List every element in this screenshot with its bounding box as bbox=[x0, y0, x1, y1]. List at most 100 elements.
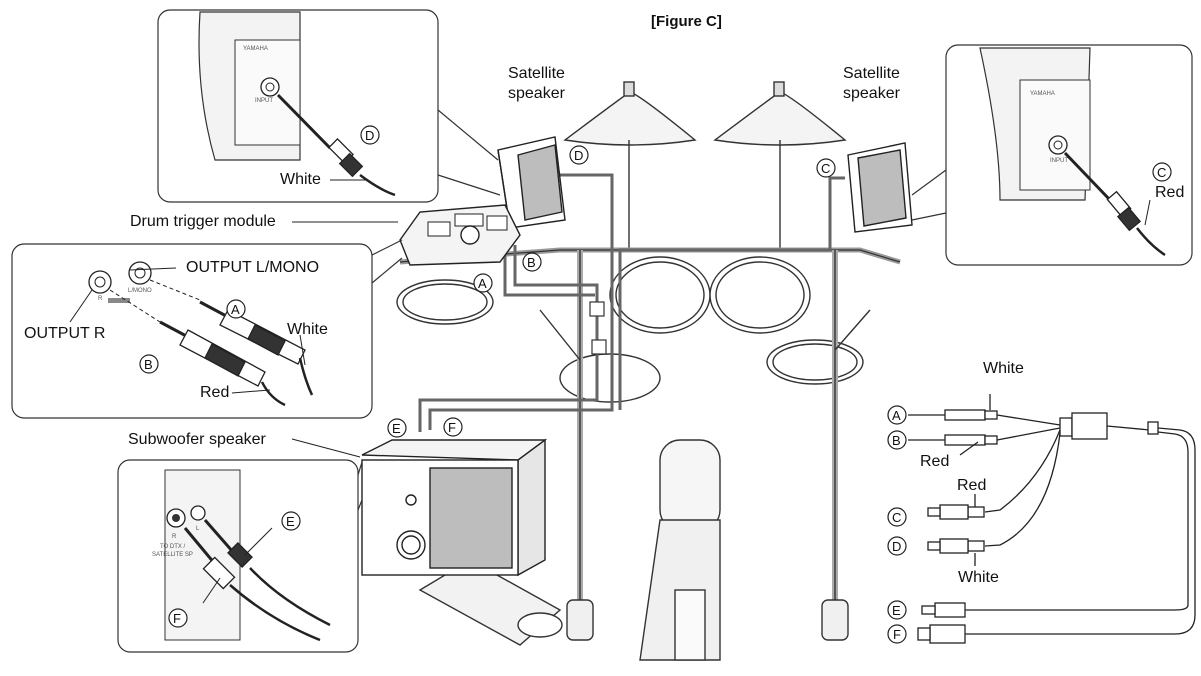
marker-b-main: B bbox=[522, 252, 542, 272]
brand-text-left: YAMAHA bbox=[243, 46, 268, 52]
svg-text:F: F bbox=[893, 627, 901, 642]
marker-c-harness: C bbox=[887, 507, 907, 527]
drum-kit bbox=[396, 81, 901, 661]
svg-text:B: B bbox=[527, 255, 536, 270]
svg-text:A: A bbox=[892, 408, 901, 423]
marker-e-harness: E bbox=[887, 600, 907, 620]
satellite-left-label-1: Satellite bbox=[508, 65, 565, 82]
svg-text:C: C bbox=[1157, 165, 1166, 180]
labels: Satellite speaker Satellite speaker Drum… bbox=[24, 65, 1184, 586]
jack-lmono-text: L/MONO bbox=[128, 288, 152, 294]
sub-r-text: R bbox=[172, 534, 177, 540]
harness-plug-c bbox=[927, 504, 985, 520]
marker-b-harness: B bbox=[887, 430, 907, 450]
callout-module-outputs: R L/MONO bbox=[11, 239, 403, 419]
leader-lines bbox=[129, 221, 398, 458]
subwoofer-speaker bbox=[361, 438, 548, 577]
cables bbox=[418, 173, 845, 432]
svg-text:C: C bbox=[892, 510, 901, 525]
white-label-harness-d: White bbox=[958, 569, 999, 586]
harness-junction bbox=[1059, 417, 1073, 437]
svg-text:C: C bbox=[821, 161, 830, 176]
sub-jack-l bbox=[190, 505, 206, 521]
cable-harness bbox=[908, 394, 1196, 644]
svg-text:A: A bbox=[231, 302, 240, 317]
satellite-right-label-1: Satellite bbox=[843, 65, 900, 82]
svg-text:E: E bbox=[392, 421, 401, 436]
rca-plug-d bbox=[276, 93, 396, 197]
satellite-right-label-2: speaker bbox=[843, 85, 901, 102]
svg-text:E: E bbox=[286, 514, 295, 529]
harness-plug-e bbox=[921, 602, 966, 618]
drum-module-label: Drum trigger module bbox=[130, 213, 276, 230]
drum-trigger-module bbox=[399, 204, 521, 266]
marker-d-harness: D bbox=[887, 536, 907, 556]
satellite-left-label-2: speaker bbox=[508, 85, 566, 102]
cymbal-right bbox=[713, 81, 847, 250]
callout-left-satellite: YAMAHA INPUT bbox=[157, 9, 501, 203]
subwoofer-label: Subwoofer speaker bbox=[128, 431, 267, 448]
harness-plug-b bbox=[908, 427, 1061, 446]
center-pad bbox=[559, 353, 661, 403]
red-label-harness-b: Red bbox=[920, 453, 949, 470]
satellite-speaker-left bbox=[497, 136, 566, 229]
input-text-left: INPUT bbox=[255, 98, 273, 104]
figure-title: [Figure C] bbox=[651, 13, 722, 30]
red-label-right-sat: Red bbox=[1155, 184, 1184, 201]
marker-d-main: D bbox=[569, 145, 589, 165]
snare-pad bbox=[396, 279, 494, 325]
svg-text:F: F bbox=[173, 611, 181, 626]
to-dtx-text: TO DTX / bbox=[160, 544, 186, 550]
marker-c-main: C bbox=[816, 158, 836, 178]
white-label-left-sat: White bbox=[280, 171, 321, 188]
phone-plug-b bbox=[159, 320, 286, 407]
svg-text:B: B bbox=[144, 357, 153, 372]
marker-f-harness: F bbox=[887, 624, 907, 644]
marker-e-callout: E bbox=[281, 511, 301, 531]
red-label-module: Red bbox=[200, 384, 229, 401]
svg-text:D: D bbox=[892, 539, 901, 554]
marker-c-callout: C bbox=[1152, 162, 1172, 182]
din-plug-f bbox=[183, 527, 321, 642]
sub-l-text: L bbox=[196, 526, 200, 532]
kick-pedal bbox=[639, 439, 721, 661]
marker-b-callout: B bbox=[139, 354, 159, 374]
svg-text:B: B bbox=[892, 433, 901, 448]
tom-pad-1 bbox=[609, 256, 711, 334]
marker-e-main: E bbox=[387, 418, 407, 438]
svg-text:D: D bbox=[365, 128, 374, 143]
svg-text:F: F bbox=[448, 420, 456, 435]
svg-text:E: E bbox=[892, 603, 901, 618]
marker-a-callout: A bbox=[226, 299, 246, 319]
cymbal-left bbox=[563, 81, 697, 250]
callout-subwoofer: R L TO DTX / SATELLITE SP bbox=[117, 459, 363, 653]
marker-a-main: A bbox=[473, 273, 493, 293]
harness-plug-d bbox=[927, 538, 985, 554]
marker-f-main: F bbox=[443, 417, 463, 437]
phone-plug-a bbox=[199, 300, 314, 396]
output-r-label: OUTPUT R bbox=[24, 325, 105, 342]
tom-pad-2 bbox=[709, 256, 811, 334]
red-label-harness-c: Red bbox=[957, 477, 986, 494]
rca-plug-e bbox=[203, 519, 331, 627]
harness-plug-f bbox=[917, 624, 966, 644]
output-lmono-label: OUTPUT L/MONO bbox=[186, 259, 319, 276]
callout-right-satellite: YAMAHA INPUT bbox=[911, 44, 1193, 266]
white-label-harness-a: White bbox=[983, 360, 1024, 377]
satellite-speaker-right bbox=[847, 142, 913, 233]
harness-plug-a bbox=[908, 409, 1061, 426]
white-label-module: White bbox=[287, 321, 328, 338]
satellite-sp-text: SATELLITE SP bbox=[152, 552, 193, 558]
jack-r-text: R bbox=[98, 296, 103, 302]
connector-markers: D C D C A B A B E F E F A B C D E F bbox=[139, 125, 1172, 644]
marker-f-callout: F bbox=[168, 608, 188, 628]
input-text-right: INPUT bbox=[1050, 158, 1068, 164]
floor-tom-pad bbox=[766, 339, 864, 385]
marker-a-harness: A bbox=[887, 405, 907, 425]
brand-text-right: YAMAHA bbox=[1030, 91, 1055, 97]
rca-plug-c bbox=[1063, 151, 1166, 257]
marker-d-callout: D bbox=[360, 125, 380, 145]
svg-text:A: A bbox=[478, 276, 487, 291]
